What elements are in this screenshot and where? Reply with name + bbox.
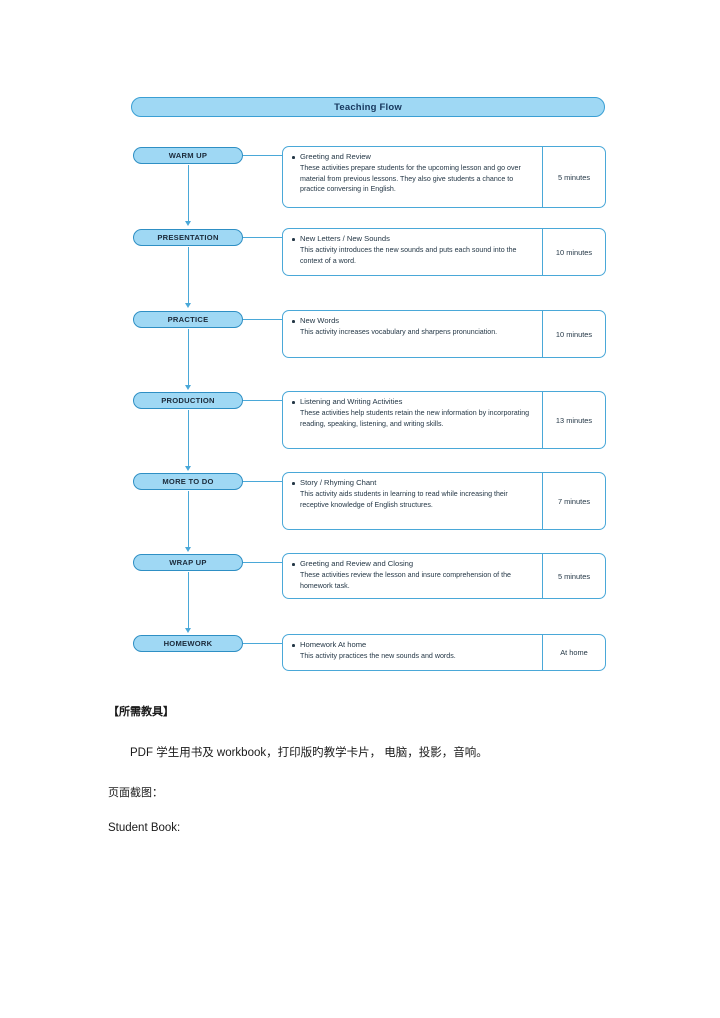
- flow-arrow-line: [188, 329, 189, 385]
- detail-title: Listening and Writing Activities: [292, 397, 534, 407]
- detail-box-homework: Homework At home This activity practices…: [282, 634, 606, 671]
- pill-to-box-connector: [243, 562, 282, 563]
- detail-duration: At home: [542, 635, 605, 670]
- stage-pill-practice[interactable]: PRACTICE: [133, 311, 243, 328]
- detail-duration: 5 minutes: [542, 554, 605, 598]
- diagram-header-bar: Teaching Flow: [131, 97, 605, 117]
- pill-to-box-connector: [243, 155, 282, 156]
- stage-pill-label: MORE TO DO: [162, 477, 214, 486]
- stage-pill-label: PRACTICE: [167, 315, 209, 324]
- detail-description: These activities help students retain th…: [300, 409, 530, 428]
- flow-arrow-line: [188, 165, 189, 221]
- detail-box-wrap-up: Greeting and Review and Closing These ac…: [282, 553, 606, 599]
- flow-arrow-head-icon: [185, 466, 191, 471]
- detail-box-more-to-do: Story / Rhyming Chant This activity aids…: [282, 472, 606, 530]
- stage-pill-homework[interactable]: HOMEWORK: [133, 635, 243, 652]
- materials-heading: 【所需教具】: [108, 706, 174, 718]
- detail-duration: 5 minutes: [542, 147, 605, 207]
- detail-duration: 10 minutes: [542, 229, 605, 275]
- flow-arrow-line: [188, 410, 189, 466]
- stage-pill-label: WARM UP: [168, 151, 208, 160]
- detail-duration: 13 minutes: [542, 392, 605, 448]
- detail-title: Homework At home: [292, 640, 534, 650]
- detail-main: New Words This activity increases vocabu…: [283, 311, 542, 357]
- detail-box-warm-up: Greeting and Review These activities pre…: [282, 146, 606, 208]
- flow-arrow-head-icon: [185, 628, 191, 633]
- stage-pill-production[interactable]: PRODUCTION: [133, 392, 243, 409]
- detail-description: These activities prepare students for th…: [300, 164, 521, 193]
- detail-box-presentation: New Letters / New Sounds This activity i…: [282, 228, 606, 276]
- flow-arrow-line: [188, 572, 189, 628]
- detail-main: Listening and Writing Activities These a…: [283, 392, 542, 448]
- flow-arrow-head-icon: [185, 385, 191, 390]
- detail-main: Story / Rhyming Chant This activity aids…: [283, 473, 542, 529]
- detail-main: New Letters / New Sounds This activity i…: [283, 229, 542, 275]
- detail-title: Greeting and Review: [292, 152, 534, 162]
- detail-description: This activity aids students in learning …: [300, 490, 508, 509]
- detail-description: These activities review the lesson and i…: [300, 571, 511, 590]
- flow-arrow-head-icon: [185, 547, 191, 552]
- stage-pill-wrap-up[interactable]: WRAP UP: [133, 554, 243, 571]
- detail-main: Greeting and Review and Closing These ac…: [283, 554, 542, 598]
- detail-title: New Letters / New Sounds: [292, 234, 534, 244]
- pill-to-box-connector: [243, 237, 282, 238]
- stage-pill-warm-up[interactable]: WARM UP: [133, 147, 243, 164]
- detail-description: This activity introduces the new sounds …: [300, 246, 517, 265]
- stage-pill-label: WRAP UP: [169, 558, 207, 567]
- detail-main: Homework At home This activity practices…: [283, 635, 542, 670]
- stage-pill-label: PRESENTATION: [157, 233, 219, 242]
- flow-arrow-head-icon: [185, 221, 191, 226]
- detail-box-production: Listening and Writing Activities These a…: [282, 391, 606, 449]
- detail-description: This activity practices the new sounds a…: [300, 652, 456, 661]
- detail-title: New Words: [292, 316, 534, 326]
- detail-duration: 7 minutes: [542, 473, 605, 529]
- pill-to-box-connector: [243, 643, 282, 644]
- pill-to-box-connector: [243, 400, 282, 401]
- flow-arrow-line: [188, 491, 189, 547]
- detail-title: Story / Rhyming Chant: [292, 478, 534, 488]
- flow-arrow-head-icon: [185, 303, 191, 308]
- flow-arrow-line: [188, 247, 189, 303]
- pill-to-box-connector: [243, 481, 282, 482]
- detail-box-practice: New Words This activity increases vocabu…: [282, 310, 606, 358]
- stage-pill-label: PRODUCTION: [161, 396, 215, 405]
- detail-title: Greeting and Review and Closing: [292, 559, 534, 569]
- pill-to-box-connector: [243, 319, 282, 320]
- student-book-label: Student Book:: [108, 822, 181, 834]
- stage-pill-presentation[interactable]: PRESENTATION: [133, 229, 243, 246]
- stage-pill-label: HOMEWORK: [163, 639, 213, 648]
- detail-description: This activity increases vocabulary and s…: [300, 328, 498, 337]
- diagram-header-label: Teaching Flow: [334, 101, 402, 113]
- screenshot-section-label: 页面截图：: [108, 787, 163, 799]
- detail-duration: 10 minutes: [542, 311, 605, 357]
- detail-main: Greeting and Review These activities pre…: [283, 147, 542, 207]
- materials-body-text: PDF 学生用书及 workbook，打印版旳教学卡片， 电脑，投影，音响。: [130, 747, 488, 759]
- stage-pill-more-to-do[interactable]: MORE TO DO: [133, 473, 243, 490]
- teaching-flow-diagram: Teaching Flow WARM UP Greeting and Revie…: [131, 97, 606, 671]
